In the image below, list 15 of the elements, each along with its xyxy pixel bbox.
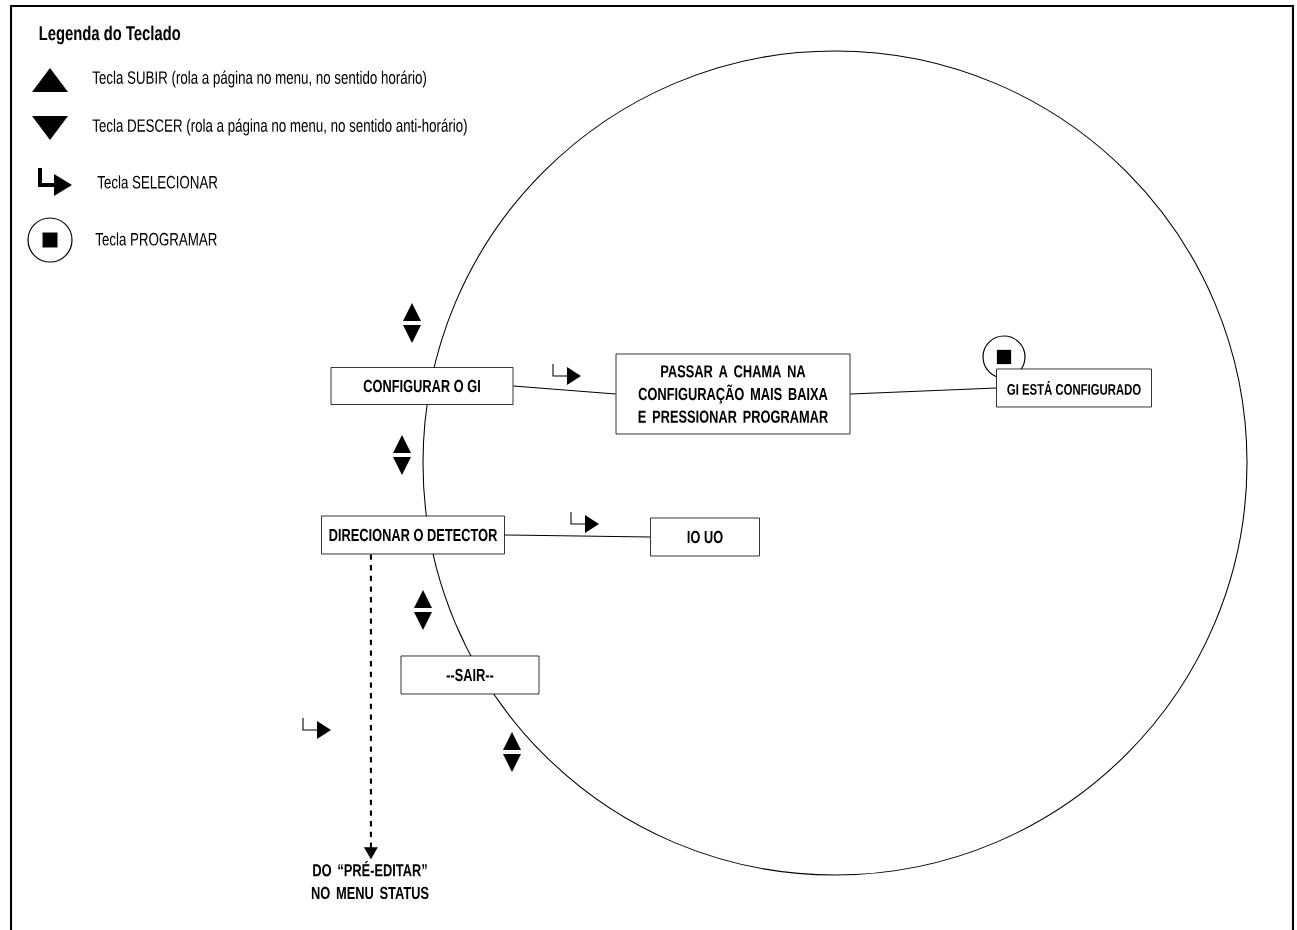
legend-text: Tecla PROGRAMAR bbox=[95, 232, 217, 246]
legend-title: Legenda do Teclado bbox=[39, 25, 181, 45]
menu-box: PASSAR A CHAMA NA CONFIGURAÇÃO MAIS BAIXA E PRESSIONAR PROGRAMAR bbox=[615, 353, 851, 435]
menu-box: GI ESTÁ CONFIGURADO bbox=[996, 368, 1152, 408]
destination-text: DO “PRÉ-EDITAR” NO MENU STATUS bbox=[311, 860, 429, 900]
menu-box: CONFIGURAR O GI bbox=[330, 367, 514, 405]
connector bbox=[504, 534, 651, 538]
menu-box: IO UO bbox=[650, 517, 760, 557]
legend-text: Tecla SELECIONAR bbox=[97, 175, 218, 189]
menu-box: --SAIR-- bbox=[400, 655, 540, 695]
legend-text: Tecla DESCER (rola a página no menu, no sentido anti-horário) bbox=[92, 118, 467, 136]
menu-box: DIRECIONAR O DETECTOR bbox=[321, 515, 505, 555]
legend-text: Tecla SUBIR (rola a página no menu, no sentido horário) bbox=[92, 70, 427, 88]
connector bbox=[512, 385, 617, 395]
connector bbox=[849, 387, 997, 395]
